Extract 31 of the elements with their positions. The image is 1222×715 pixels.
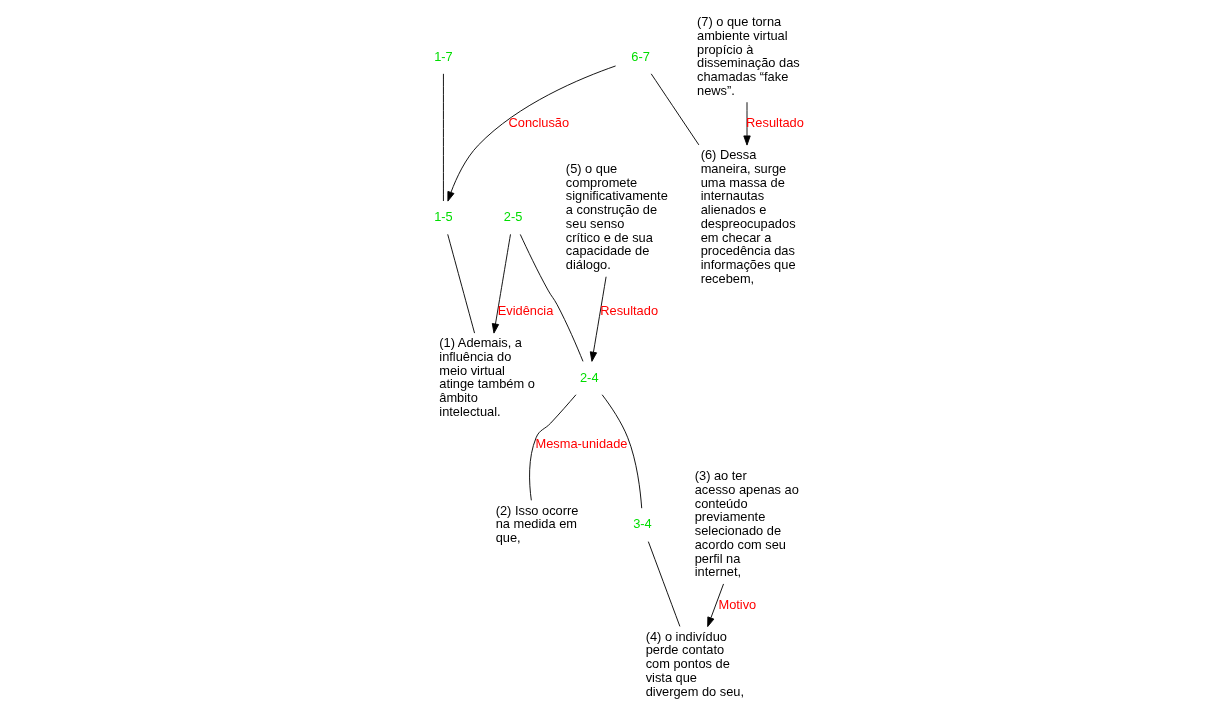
arrow [446,65,616,202]
arrow [706,583,724,628]
node-text: 2-4 [579,369,599,385]
connector [519,233,583,362]
node-text: 3-4 [632,516,652,532]
edge-label: Resultado [599,303,658,319]
node-text: 1-7 [433,48,453,64]
edge-label: Evidência [497,303,553,319]
connector [442,73,444,202]
node-text: (5) o que compromete significativamente a construção de seu senso crítico e de sua capacidade de diálogo. [565,160,668,273]
node-text: (6) Dessa maneira, surge uma massa de internautas alienados e despreocupados em checar a procedência das informações que recebem, [700,147,796,286]
node-text: (7) o que torna ambiente virtual propício à disseminação das chamadas “fake news”. [696,14,800,98]
edge-label: Conclusão [508,115,569,131]
connector [601,394,642,509]
node-text: 2-5 [503,209,522,225]
connector [650,73,699,146]
edge-label: Motivo [717,596,756,612]
arrow [491,233,511,334]
arrow [589,276,607,362]
arrow [742,101,751,146]
edge-label: Resultado [745,115,804,131]
connector [528,394,576,501]
node-text: 6-7 [630,48,650,64]
edge-label: Mesma-unidade [534,436,627,452]
node-text: (2) Isso ocorre na medida em que, [495,502,578,546]
node-text: (3) ao ter acesso apenas ao conteúdo previamente selecionado de acordo com seu perfil na internet, [694,468,799,580]
connector [647,541,680,627]
node-text: 1-5 [433,209,453,225]
node-text: (4) o indivíduo perde contato com pontos de vista que divergem do seu, [645,628,744,699]
connector [446,233,475,334]
node-text: (1) Ademais, a influência do meio virtual atinge também o âmbito intelectual. [438,335,535,419]
